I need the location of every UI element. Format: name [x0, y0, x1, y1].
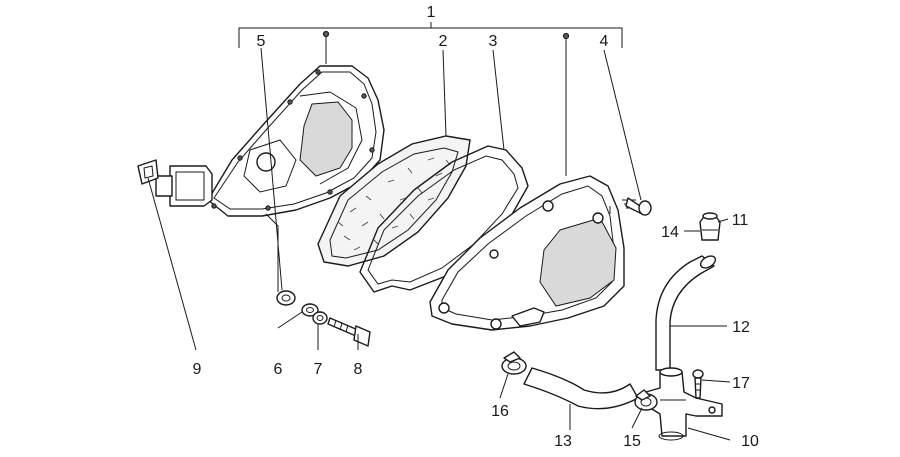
callout-17: 17 — [732, 375, 750, 392]
foam-texture — [337, 157, 451, 251]
group-1-bracket — [238, 22, 623, 48]
clamp-16 — [501, 351, 527, 375]
callout-11: 11 — [732, 212, 749, 229]
screw-4 — [622, 197, 652, 216]
filter-gasket — [359, 145, 529, 293]
housing-gasket-dots — [211, 69, 375, 211]
callout-10: 10 — [741, 433, 759, 450]
callout-5: 5 — [257, 33, 266, 50]
callout-1: 1 — [427, 4, 436, 21]
callout-8: 8 — [354, 361, 363, 378]
hose-12 — [655, 255, 717, 371]
callout-15: 15 — [623, 433, 641, 450]
callout-12: 12 — [732, 319, 750, 336]
washer-7 — [312, 311, 328, 325]
screw-17 — [692, 369, 704, 399]
cap-11 — [699, 212, 721, 241]
clamp-15 — [634, 389, 658, 411]
bolt-8 — [327, 317, 371, 347]
callout-16: 16 — [491, 403, 509, 420]
clip-part — [137, 159, 159, 185]
callout-9: 9 — [193, 361, 202, 378]
callout-7: 7 — [314, 361, 323, 378]
filter-housing — [155, 30, 385, 217]
callout-2: 2 — [439, 33, 448, 50]
callout-4: 4 — [600, 33, 609, 50]
filter-cover — [429, 32, 625, 331]
callout-3: 3 — [489, 33, 498, 50]
hose-13 — [523, 367, 639, 410]
callout-13: 13 — [554, 433, 572, 450]
washer-6 — [301, 303, 319, 317]
callout-labels: 1 2 3 4 5 6 7 8 9 10 11 12 13 14 15 16 1… — [193, 4, 759, 450]
foam-filter — [317, 135, 471, 267]
callout-14: 14 — [661, 224, 679, 241]
leader-lines — [147, 47, 731, 441]
callout-6: 6 — [274, 361, 283, 378]
grommet-5 — [276, 290, 296, 306]
